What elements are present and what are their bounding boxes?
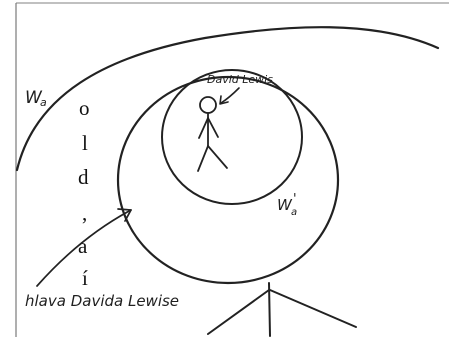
inner-world-circle <box>162 70 302 204</box>
stick-figure-right-leg <box>208 146 227 168</box>
david-lewis-arrow <box>221 88 239 103</box>
inner-world-label: W ' a <box>277 192 297 218</box>
outer-world-label: W a <box>25 88 47 109</box>
head-circle <box>118 77 338 283</box>
big-figure-body <box>208 283 356 336</box>
big-figure-left-shoulder <box>208 290 269 334</box>
stick-figure <box>198 97 227 171</box>
big-figure-right-shoulder <box>270 290 356 327</box>
outer-world-subscript: a <box>40 96 47 109</box>
stick-figure-right-arm <box>208 118 218 137</box>
stick-figure-left-arm <box>199 118 208 138</box>
inner-world-subscript: a <box>291 207 297 218</box>
head-caption-arrow <box>37 210 131 286</box>
stick-figure-left-leg <box>198 146 208 171</box>
inner-world-prime: ' <box>293 192 297 207</box>
david-lewis-label: David Lewis <box>207 73 273 86</box>
stick-figure-head <box>200 97 216 113</box>
head-caption: hlava Davida Lewise <box>25 292 179 310</box>
